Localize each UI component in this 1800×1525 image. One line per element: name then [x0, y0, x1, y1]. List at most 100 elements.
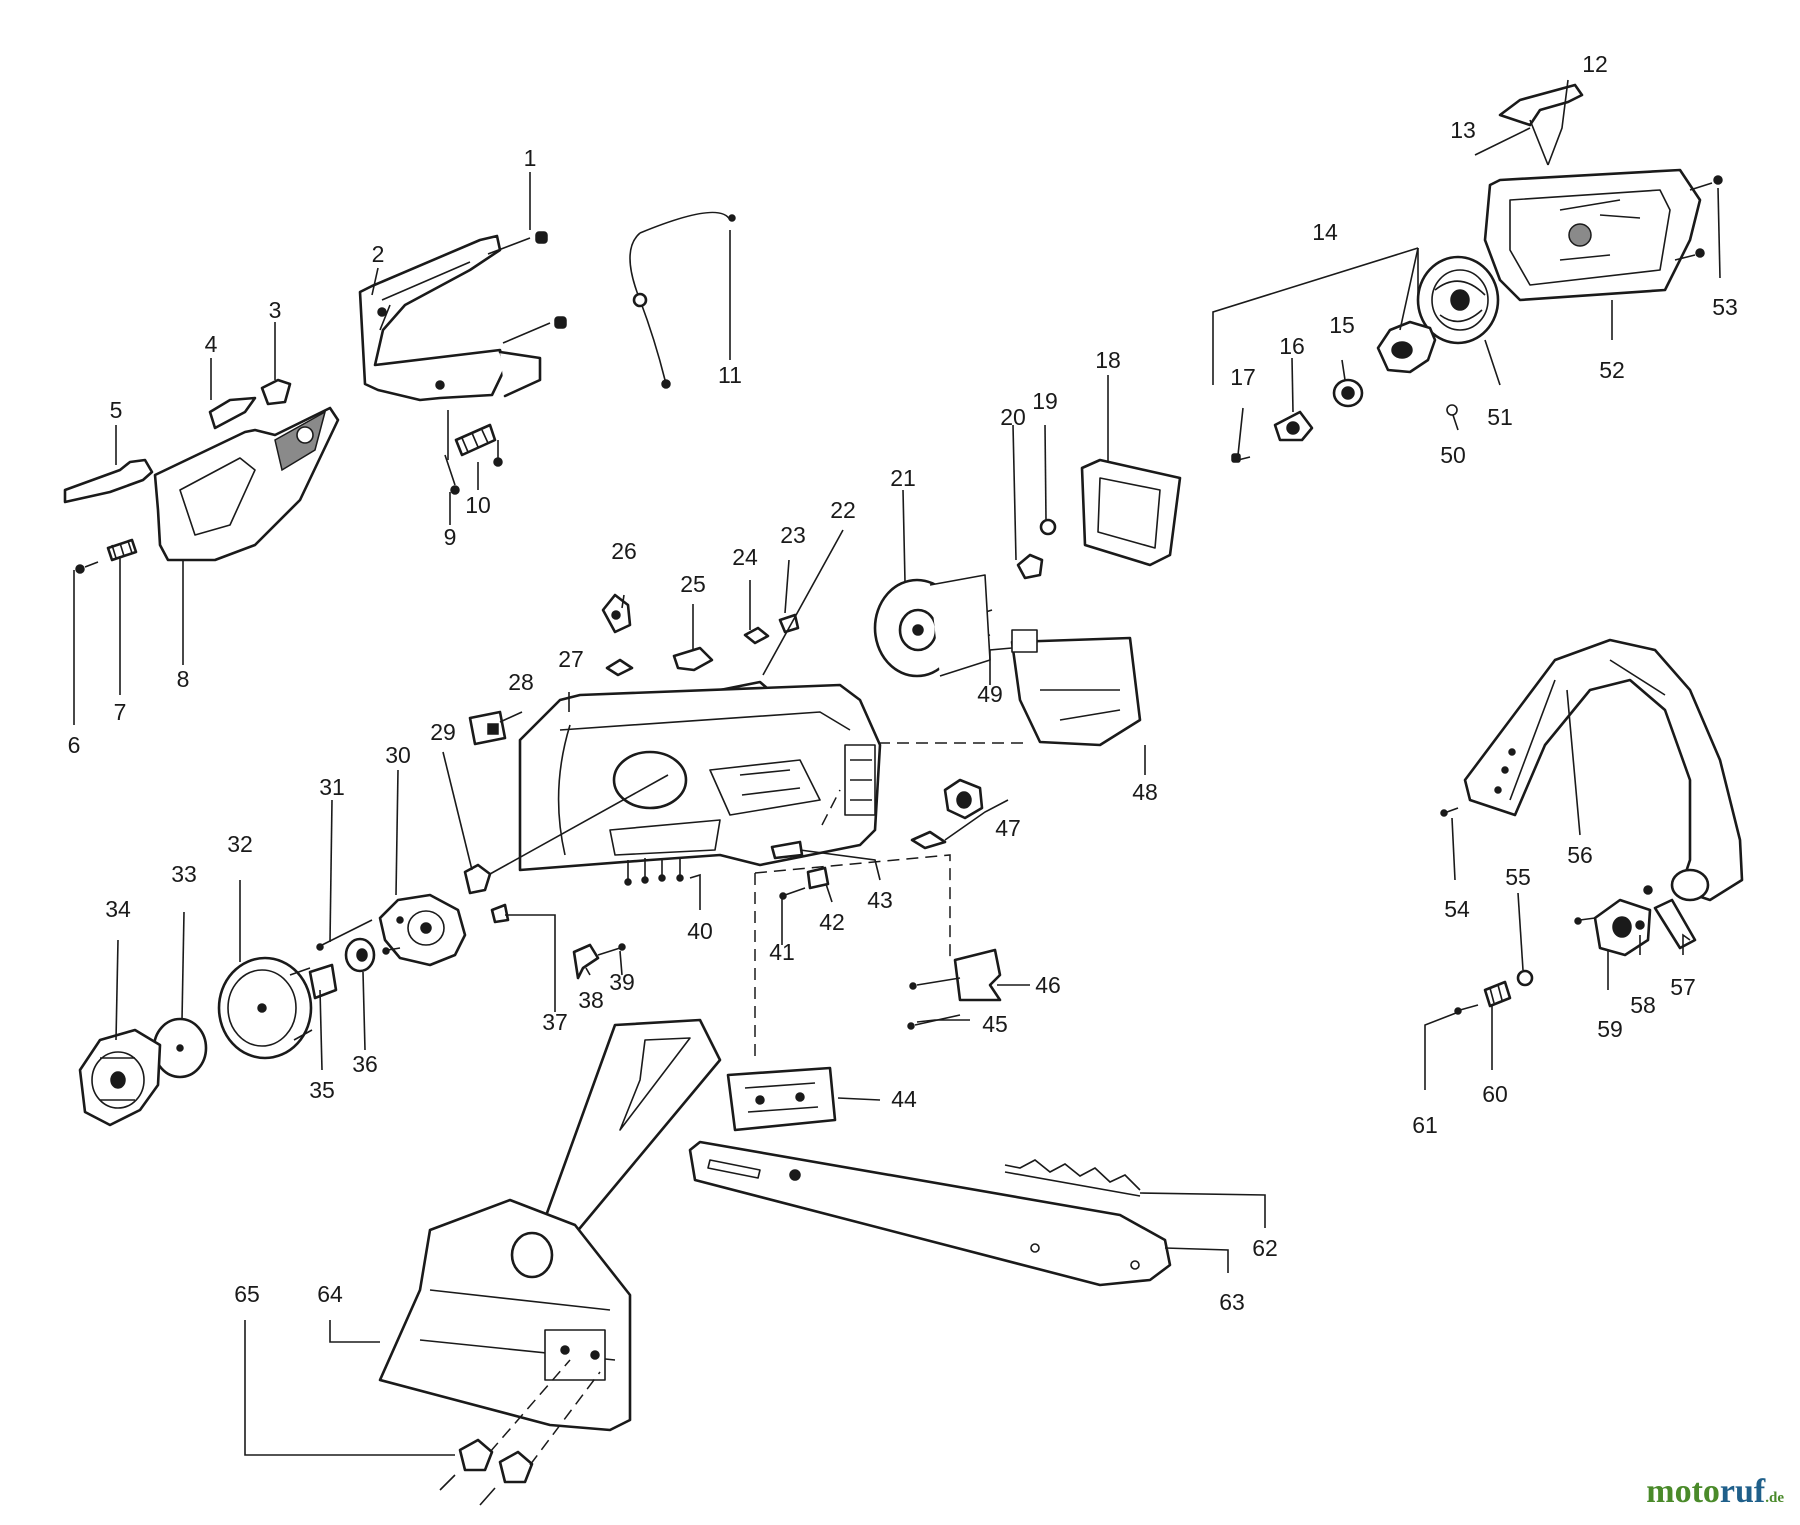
part-screw-1	[487, 231, 567, 344]
callout-41: 41	[769, 939, 795, 965]
callout-5: 5	[110, 397, 123, 423]
part-starter-dog-15	[1231, 320, 1458, 463]
part-clutch-small	[308, 919, 401, 1000]
part-spring-10	[444, 410, 503, 495]
callout-46: 46	[1035, 972, 1061, 998]
callout-40: 40	[687, 918, 713, 944]
callout-9: 9	[444, 524, 457, 550]
callout-47: 47	[995, 815, 1021, 841]
part-primer-47	[910, 778, 984, 850]
part-crankcase	[518, 683, 882, 886]
callout-35: 35	[309, 1077, 335, 1103]
watermark-part1: moto	[1646, 1473, 1720, 1510]
callout-11: 11	[718, 362, 742, 388]
callout-labels: 1 2 3 4 5 6 7 8 9 10 11 12 13 14 15 16 1…	[68, 51, 1738, 1315]
callout-14: 14	[1312, 219, 1338, 245]
part-small-parts-37-39	[490, 903, 626, 980]
callout-59: 59	[1597, 1016, 1623, 1042]
alignment-lines	[754, 742, 1030, 1060]
part-front-handle	[1463, 638, 1744, 902]
callout-10: 10	[465, 492, 491, 518]
callout-26: 26	[611, 538, 637, 564]
callout-45: 45	[982, 1011, 1008, 1037]
callout-65: 65	[234, 1281, 260, 1307]
part-av-mount	[1574, 885, 1697, 957]
part-cable-11	[629, 211, 736, 389]
part-fan-cover	[1080, 458, 1182, 567]
callout-31: 31	[319, 774, 345, 800]
part-av-spring	[1454, 969, 1534, 1015]
part-spring-7	[75, 538, 138, 574]
watermark-logo: motoruf.de	[1646, 1473, 1784, 1511]
callout-56: 56	[1567, 842, 1593, 868]
callout-27: 27	[558, 646, 584, 672]
callout-2: 2	[372, 241, 385, 267]
callout-4: 4	[205, 331, 218, 357]
callout-28: 28	[508, 669, 534, 695]
callout-58: 58	[1630, 992, 1656, 1018]
callout-34: 34	[105, 896, 131, 922]
callout-7: 7	[114, 699, 127, 725]
callout-62: 62	[1252, 1235, 1278, 1261]
part-screw-54	[1440, 807, 1459, 817]
callout-18: 18	[1095, 347, 1121, 373]
part-nut-washer	[1016, 518, 1057, 580]
part-bar-nuts	[439, 1359, 601, 1506]
part-clutch-drum	[217, 956, 313, 1060]
callout-24: 24	[732, 544, 758, 570]
part-pulley-51	[1416, 255, 1500, 345]
part-drawings	[63, 83, 1744, 1506]
part-starter-cover	[1483, 168, 1723, 302]
callout-38: 38	[578, 987, 604, 1013]
callout-1: 1	[524, 145, 537, 171]
callout-53: 53	[1712, 294, 1738, 320]
callout-57: 57	[1670, 974, 1696, 1000]
part-handle-housing	[153, 406, 340, 562]
part-flywheel	[873, 574, 993, 678]
callout-23: 23	[780, 522, 806, 548]
callout-60: 60	[1482, 1081, 1508, 1107]
part-oil-pump-30	[378, 893, 467, 967]
callout-52: 52	[1599, 357, 1625, 383]
part-chain-guard	[378, 1018, 722, 1432]
callout-25: 25	[680, 571, 706, 597]
callout-39: 39	[609, 969, 635, 995]
callout-55: 55	[1505, 864, 1531, 890]
callout-16: 16	[1279, 333, 1305, 359]
callout-50: 50	[1440, 442, 1466, 468]
callout-30: 30	[385, 742, 411, 768]
callout-48: 48	[1132, 779, 1158, 805]
callout-21: 21	[890, 465, 916, 491]
part-bar-plate-44	[726, 1066, 837, 1132]
callout-44: 44	[891, 1086, 917, 1112]
callout-17: 17	[1230, 364, 1256, 390]
callout-20: 20	[1000, 404, 1026, 430]
callout-43: 43	[867, 887, 893, 913]
part-air-guide	[1010, 629, 1142, 747]
callout-32: 32	[227, 831, 253, 857]
callout-42: 42	[819, 909, 845, 935]
callout-8: 8	[177, 666, 190, 692]
callout-12: 12	[1582, 51, 1608, 77]
watermark-suffix: .de	[1765, 1490, 1784, 1506]
leader-lines	[73, 79, 1721, 1456]
part-clutch-34	[78, 1028, 162, 1127]
callout-54: 54	[1444, 896, 1470, 922]
callout-15: 15	[1329, 312, 1355, 338]
part-washer-33	[152, 1017, 208, 1079]
callout-37: 37	[542, 1009, 568, 1035]
part-trigger-set	[63, 378, 292, 504]
callout-6: 6	[68, 732, 81, 758]
watermark-part2: ruf	[1719, 1473, 1766, 1510]
part-bumper-spike	[907, 948, 1002, 1030]
callout-22: 22	[830, 497, 856, 523]
callout-33: 33	[171, 861, 197, 887]
part-guide-plate-42	[770, 840, 830, 900]
callout-51: 51	[1487, 404, 1513, 430]
part-bearing-29	[463, 774, 669, 895]
part-switch-28	[468, 710, 507, 746]
callout-49: 49	[977, 681, 1003, 707]
callout-19: 19	[1032, 388, 1058, 414]
callout-64: 64	[317, 1281, 343, 1307]
